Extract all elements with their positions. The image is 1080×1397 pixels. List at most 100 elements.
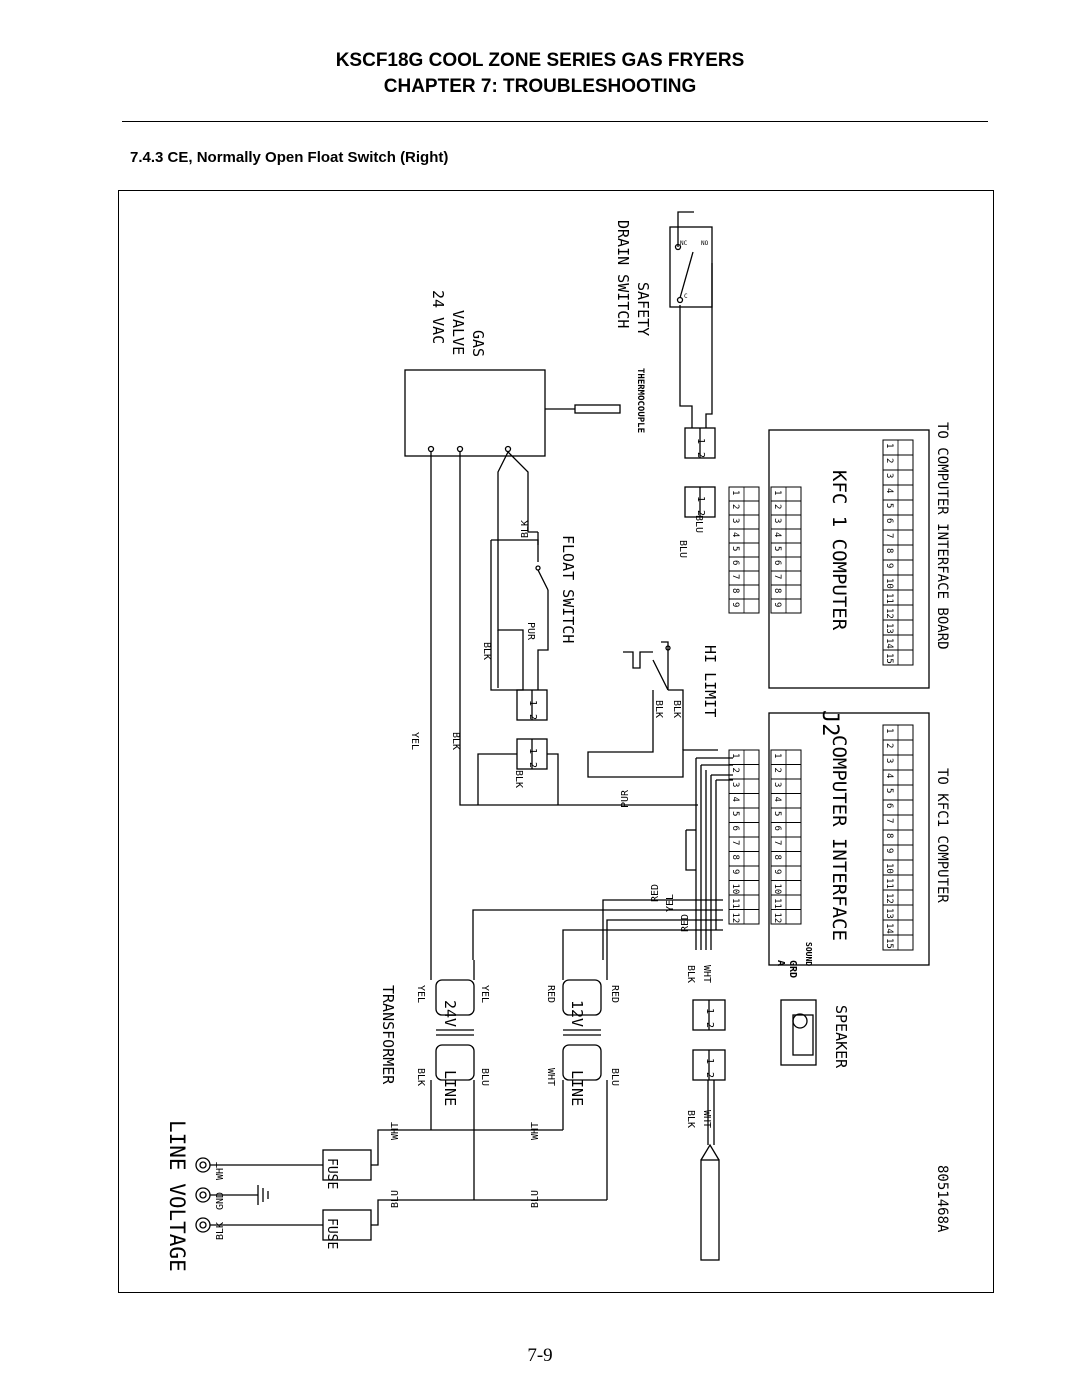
page-number: 7-9 <box>527 1345 553 1366</box>
interface-left-connector-pin-label: 1 <box>730 753 740 758</box>
interface-board-edge-connector-pin-label: 11 <box>884 878 894 889</box>
transformer-12v-label: 12V <box>568 1000 586 1027</box>
no-label: NO <box>701 240 709 247</box>
interface-board-edge-connector-pin-label: 9 <box>884 848 894 853</box>
interface-board-edge-connector-pin-label: 13 <box>884 908 894 919</box>
kfc-left-connector-pin-label: 6 <box>730 560 740 565</box>
kfc-board-edge-connector-pin-label: 1 <box>884 443 894 448</box>
transformer-12v-line-label: LINE <box>568 1070 586 1106</box>
interface-right-connector-pin-label: 11 <box>772 898 782 909</box>
interface-left-connector-pin-label: 11 <box>730 898 740 909</box>
safety-switch-label-1: SAFETY <box>634 282 652 336</box>
wire-label-blu-2: BLU <box>693 515 704 533</box>
part-number-label: 8051468A <box>934 1165 950 1233</box>
interface-board-edge-connector-pin-label: 6 <box>884 803 894 808</box>
wire-label-red-1: RED <box>650 884 661 902</box>
j2-label: J2 <box>817 710 842 737</box>
kfc-board-edge-connector-pin-label: 15 <box>884 653 894 664</box>
kfc-right-connector-pin-label: 5 <box>772 546 782 551</box>
a-label: A <box>775 960 786 966</box>
pin-strips: 1234567891234567891234567891011121314151… <box>728 439 914 951</box>
wire-label-wht-fuse1: WHT <box>390 1122 401 1140</box>
wire-label-blk-line: BLK <box>215 1222 226 1240</box>
wire-label-yel-gasvalve: YEL <box>409 732 420 750</box>
wiring-diagram: GAS VALVE 24 VAC SAFETY DRAIN SWITCH THE… <box>165 211 950 1272</box>
kfc-board-edge-connector-pin-label: 14 <box>884 638 894 649</box>
kfc-board-edge-connector-pin-label: 4 <box>884 488 894 493</box>
interface-right-connector-pin-label: 10 <box>772 884 782 895</box>
kfc-board-edge-connector-pin-label: 3 <box>884 473 894 478</box>
wire-label-blk-cord: BLK <box>685 1110 696 1128</box>
interface-board-edge-connector-pin-label: 2 <box>884 743 894 748</box>
thermocouple-probe <box>574 404 621 414</box>
interface-board-edge-connector-pin-label: 1 <box>884 728 894 733</box>
wire-label-red-2: RED <box>680 914 691 932</box>
thermocouple-label: THERMOCOUPLE <box>635 368 645 433</box>
wire-label-pur-run: PUR <box>620 789 631 808</box>
kfc-board-edge-connector-pin-label: 5 <box>884 503 894 508</box>
interface-board-edge-connector-pin-label: 12 <box>884 893 894 904</box>
plug-pin-1: 1 <box>704 1058 715 1064</box>
document-title: KSCF18G COOL ZONE SERIES GAS FRYERS <box>335 50 745 71</box>
interface-left-connector-pin-label: 8 <box>730 855 740 860</box>
interface-board-edge-connector-pin-label: 7 <box>884 818 894 823</box>
wire-label-yel-24v-2: YEL <box>479 985 490 1003</box>
kfc-board-edge-connector-pin-label: 2 <box>884 458 894 463</box>
interface-board-edge-connector-pin-label: 14 <box>884 923 894 934</box>
to-computer-interface-board-label: TO COMPUTER INTERFACE BOARD <box>934 422 950 650</box>
gas-valve-label-1: GAS <box>469 330 487 357</box>
kfc-left-connector-pin-label: 1 <box>730 490 740 495</box>
plug-pin-2: 2 <box>704 1072 715 1078</box>
transformer-label: TRANSFORMER <box>379 985 397 1085</box>
wire-label-yel-run: YEL <box>665 894 676 912</box>
nc-label: NC <box>680 240 688 247</box>
wire-label-blk-connector: BLK <box>513 770 524 788</box>
kfc-board-edge-connector-pin-label: 7 <box>884 533 894 538</box>
connector-pin-1b: 1 <box>695 496 706 502</box>
kfc-right-connector-pin-label: 2 <box>772 504 782 509</box>
interface-right-connector-pin-label: 3 <box>772 782 782 787</box>
kfc-left-connector-pin-label: 8 <box>730 588 740 593</box>
wire-label-blk-gasvalve: BLK <box>450 732 461 750</box>
interface-board-edge-connector-pin-label: 5 <box>884 788 894 793</box>
wire-label-blk-float: BLK <box>481 642 492 660</box>
interface-right-connector-pin-label: 6 <box>772 826 782 831</box>
wire-label-yel-24v-1: YEL <box>415 985 426 1003</box>
float-pin-1: 1 <box>527 700 538 706</box>
wire-label-wht-cord: WHT <box>701 1110 712 1128</box>
wire-label-wht-line: WHT <box>215 1162 226 1180</box>
kfc-right-connector-pin-label: 4 <box>772 532 782 537</box>
interface-left-connector-pin-label: 9 <box>730 869 740 874</box>
kfc-left-connector-pin-label: 7 <box>730 574 740 579</box>
float-switch-label: FLOAT SWITCH <box>559 535 577 643</box>
wire-label-blu-12v: BLU <box>530 1190 541 1208</box>
speaker-label: SPEAKER <box>832 1005 850 1069</box>
wire-label-wht-12v: WHT <box>530 1122 541 1140</box>
wire-label-gnd-line: GND <box>215 1192 226 1210</box>
diagram-frame <box>118 190 994 1293</box>
wire-label-blk-hilimit-2: BLK <box>671 700 682 718</box>
cord-pin-2: 2 <box>704 1022 715 1028</box>
wire-label-blk-bundle: BLK <box>685 965 696 983</box>
hi-limit-label: HI LIMIT <box>701 645 719 717</box>
interface-right-connector-pin-label: 5 <box>772 811 782 816</box>
wire-label-blu-fuse2: BLU <box>390 1190 401 1208</box>
interface-board-edge-connector-pin-label: 3 <box>884 758 894 763</box>
connector-pin-2: 2 <box>695 452 706 458</box>
kfc-board-edge-connector-pin-label: 10 <box>884 578 894 589</box>
wire-label-pur-float: PUR <box>525 622 536 641</box>
interface-left-connector-pin-label: 7 <box>730 840 740 845</box>
interface-board-edge-connector-pin-label: 10 <box>884 863 894 874</box>
interface-right-connector-pin-label: 1 <box>772 753 782 758</box>
kfc-left-connector-pin-label: 4 <box>730 532 740 537</box>
kfc-left-connector-pin-label: 2 <box>730 504 740 509</box>
hilimit-pin-1: 1 <box>527 748 538 754</box>
interface-right-connector-pin-label: 9 <box>772 869 782 874</box>
wire-label-blk-hilimit-1: BLK <box>653 700 664 718</box>
float-pin-2: 2 <box>527 714 538 720</box>
interface-left-connector-pin-label: 5 <box>730 811 740 816</box>
wire-label-wht-bundle: WHT <box>701 965 712 983</box>
kfc-right-connector-pin-label: 8 <box>772 588 782 593</box>
kfc-computer-board <box>768 429 930 689</box>
chapter-title: CHAPTER 7: TROUBLESHOOTING <box>383 76 697 97</box>
